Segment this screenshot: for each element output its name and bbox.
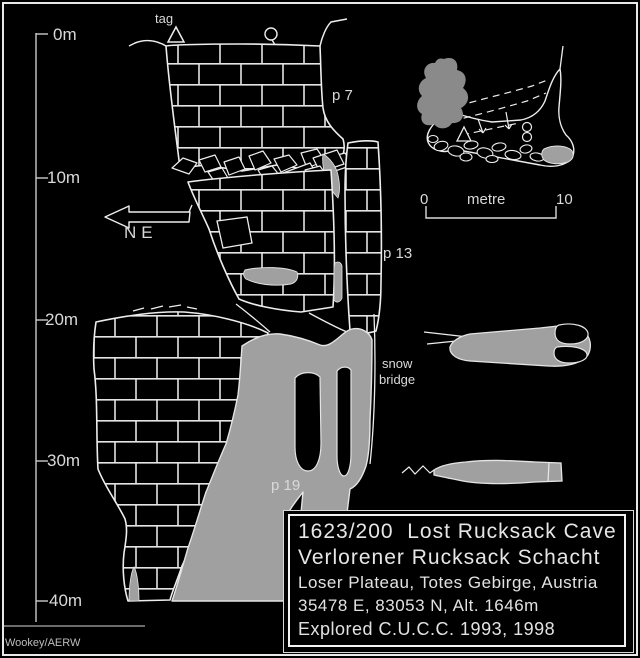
depth-label-20m: 20m <box>45 310 79 329</box>
plan-view-mid <box>423 323 591 367</box>
snow-bridge-label-line2: bridge <box>379 372 416 387</box>
scale-bar-unit: metre <box>467 191 506 208</box>
scale-bar-line <box>425 206 557 219</box>
pitch-19-label: p 19 <box>271 477 301 494</box>
depth-label-40m: 40m <box>49 591 83 610</box>
pitch-7-label: p 7 <box>332 87 353 104</box>
plan-snow-patch <box>417 58 469 129</box>
snow-ledge <box>243 267 299 286</box>
entrance-shaft-wall <box>165 43 345 172</box>
funnel-section-wall <box>187 169 336 313</box>
title-line-5: Explored C.U.C.C. 1993, 1998 <box>298 619 556 639</box>
plan-cobbles <box>427 134 545 164</box>
title-line-2: Verlorener Rucksack Schacht <box>298 546 601 569</box>
depth-scale-axis <box>2 33 145 627</box>
slope-arrows <box>477 111 513 134</box>
scale-bar-end: 10 <box>556 191 573 208</box>
plan-snow-pocket <box>541 145 574 165</box>
tag-triangle-icon <box>166 25 186 43</box>
ice-stalagmite <box>128 566 140 602</box>
pitch-13-label: p 13 <box>383 245 413 262</box>
title-line-4: 35478 E, 83053 N, Alt. 1646m <box>298 596 539 615</box>
depth-label-0m: 0m <box>53 25 77 44</box>
plan-tag-triangle-icon <box>455 125 473 142</box>
snow-bridge <box>171 327 373 602</box>
plan-inset-entrance <box>417 45 575 167</box>
surface-lines <box>128 18 348 47</box>
north-arrow-label: NE <box>124 223 158 242</box>
credit-label: Wookey/AERW <box>5 637 81 649</box>
depth-label-30m: 30m <box>47 451 81 470</box>
pitch-head-lines <box>132 303 376 465</box>
plan-view-lower <box>401 459 563 485</box>
station-8-icon <box>521 121 533 143</box>
snow-bridge-label-line1: snow <box>382 356 413 371</box>
tag-label: tag <box>155 11 174 26</box>
title-box: 1623/200 Lost Rucksack Cave Verlorener R… <box>288 514 626 647</box>
north-arrow-icon <box>104 204 193 229</box>
depth-label-10m: 10m <box>47 168 81 187</box>
title-line-3: Loser Plateau, Totes Gebirge, Austria <box>298 573 598 592</box>
scale-bar-start: 0 <box>420 191 429 208</box>
title-line-1: 1623/200 Lost Rucksack Cave <box>298 520 617 543</box>
pitch13-shaft-wall <box>333 140 383 335</box>
lower-chamber-wall <box>92 311 269 602</box>
